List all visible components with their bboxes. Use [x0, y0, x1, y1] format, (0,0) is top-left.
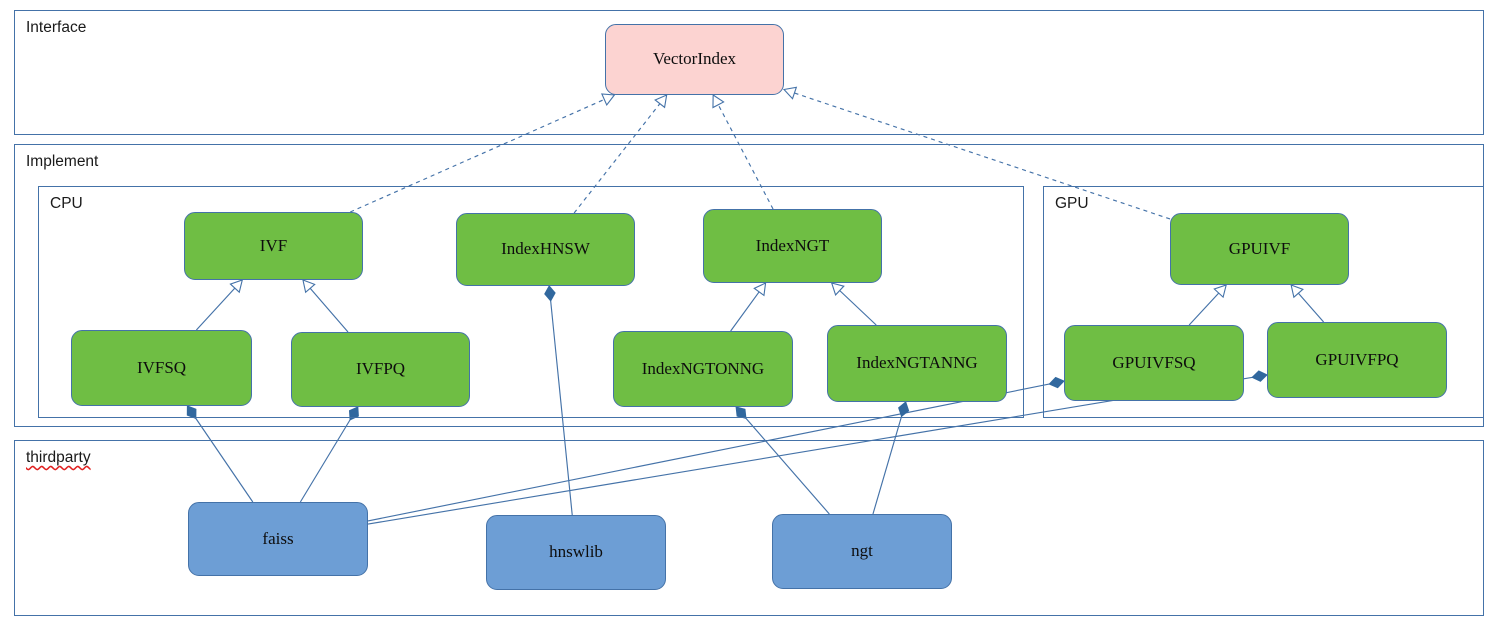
node-indexngtonng[interactable]: IndexNGTONNG [613, 331, 793, 407]
node-ngt[interactable]: ngt [772, 514, 952, 589]
container-label-gpu: GPU [1055, 195, 1089, 212]
node-gpuivfsq[interactable]: GPUIVFSQ [1064, 325, 1244, 401]
node-indexngt[interactable]: IndexNGT [703, 209, 882, 283]
container-label-cpu: CPU [50, 195, 83, 212]
node-gpuivf[interactable]: GPUIVF [1170, 213, 1349, 285]
node-indexngtanng[interactable]: IndexNGTANNG [827, 325, 1007, 402]
node-vectorindex[interactable]: VectorIndex [605, 24, 784, 95]
container-label-thirdparty: thirdparty [26, 449, 91, 466]
container-label-implement: Implement [26, 153, 99, 170]
node-hnswlib[interactable]: hnswlib [486, 515, 666, 590]
node-ivfsq[interactable]: IVFSQ [71, 330, 252, 406]
node-faiss[interactable]: faiss [188, 502, 368, 576]
node-ivf[interactable]: IVF [184, 212, 363, 280]
node-indexhnsw[interactable]: IndexHNSW [456, 213, 635, 286]
node-ivfpq[interactable]: IVFPQ [291, 332, 470, 407]
node-gpuivfpq[interactable]: GPUIVFPQ [1267, 322, 1447, 398]
container-label-interface: Interface [26, 19, 87, 36]
